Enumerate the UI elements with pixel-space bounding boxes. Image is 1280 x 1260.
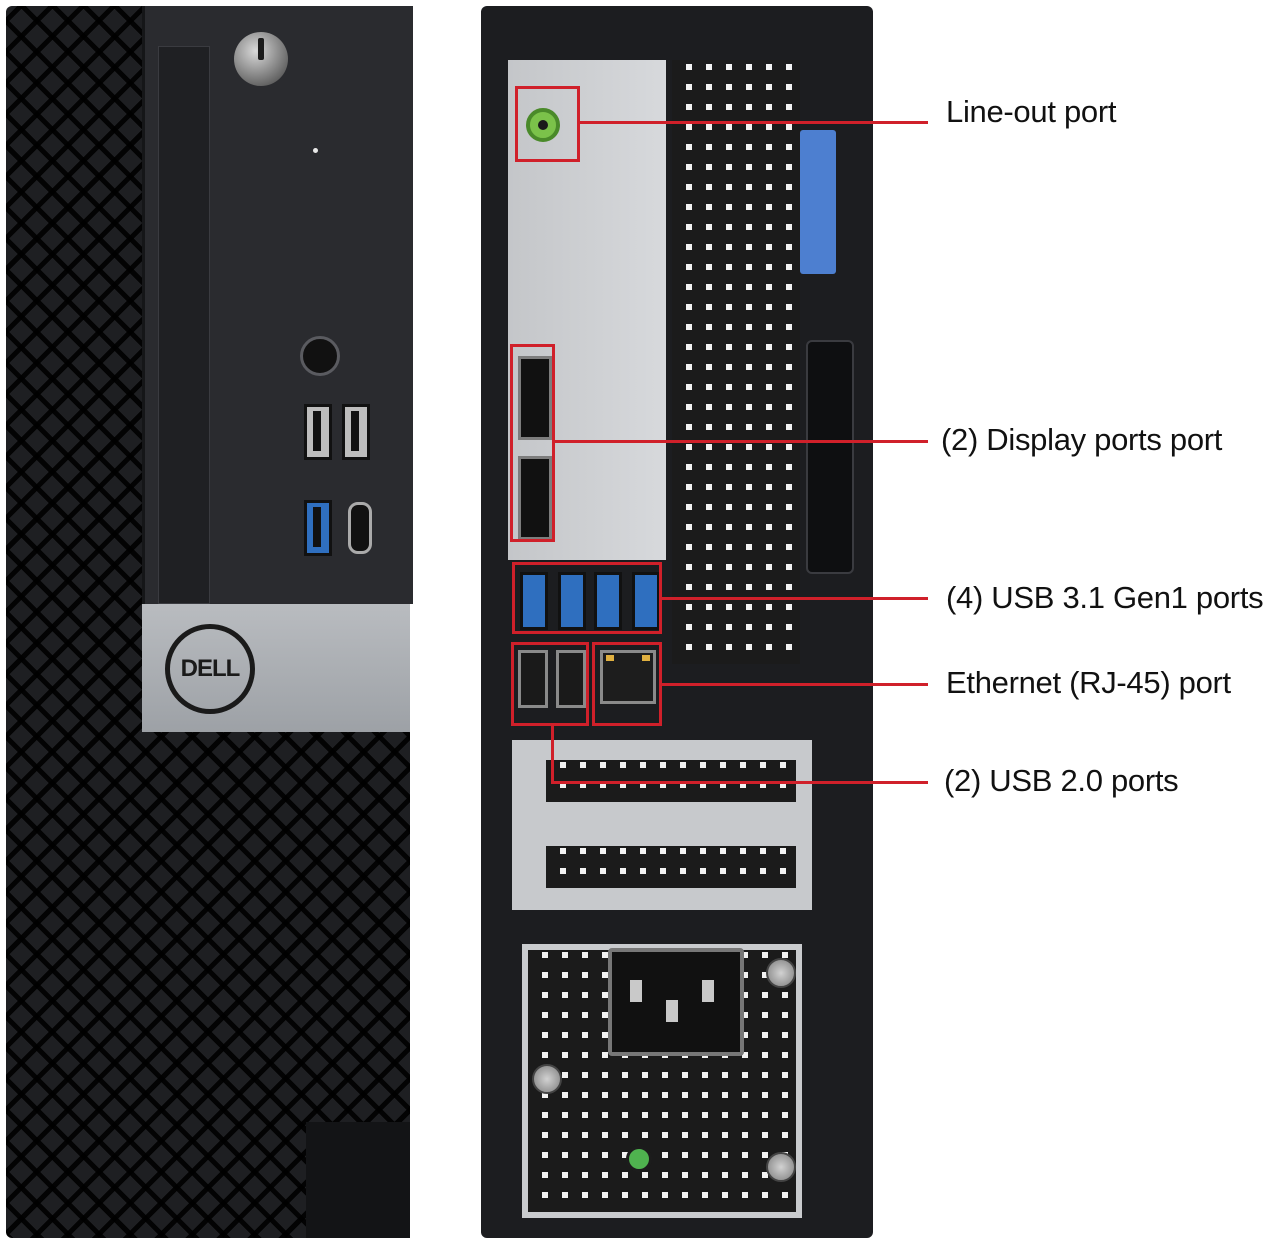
display-ports-highlight xyxy=(510,344,555,542)
screw xyxy=(766,958,796,988)
screw xyxy=(532,1064,562,1094)
inlet-pin xyxy=(702,980,714,1002)
usb31-highlight xyxy=(512,562,662,634)
line-out-jack xyxy=(526,108,560,142)
inlet-pin xyxy=(630,980,642,1002)
usb20-leader xyxy=(551,781,928,784)
usb31-leader xyxy=(662,597,928,600)
display-ports-label: (2) Display ports port xyxy=(941,422,1223,457)
ethernet-label: Ethernet (RJ-45) port xyxy=(946,665,1231,700)
rear-usb-3-port xyxy=(558,572,586,630)
rear-usb-3-port xyxy=(632,572,660,630)
ethernet-port xyxy=(600,650,656,704)
dell-logo: DELL xyxy=(165,624,255,714)
power-icon xyxy=(258,38,264,60)
displayport xyxy=(518,356,552,440)
usb20-label: (2) USB 2.0 ports xyxy=(944,763,1179,798)
inlet-pin xyxy=(666,1000,678,1022)
front-usb-3-port xyxy=(304,500,332,556)
drive-activity-led xyxy=(313,148,318,153)
rear-usb-3-port xyxy=(594,572,622,630)
front-foot xyxy=(306,1122,410,1238)
usb20-leader-vertical xyxy=(551,726,554,782)
front-usb-2-port xyxy=(342,404,370,460)
usb31-label: (4) USB 3.1 Gen1 ports xyxy=(946,580,1264,615)
line-out-highlight xyxy=(515,86,580,162)
line-out-label: Line-out port xyxy=(946,94,1117,129)
chassis-handle xyxy=(806,340,854,574)
rear-usb-2-port xyxy=(518,650,548,708)
psu-diagnostic-led xyxy=(626,1146,652,1172)
optical-drive-bay xyxy=(158,46,210,604)
ethernet-highlight xyxy=(592,642,662,726)
rear-usb-3-port xyxy=(520,572,548,630)
ethernet-leader xyxy=(662,683,928,686)
cover-release-latch xyxy=(800,130,836,274)
line-out-leader xyxy=(580,121,928,124)
front-headset-jack xyxy=(300,336,340,376)
front-usb-2-port xyxy=(304,404,332,460)
screw xyxy=(766,1152,796,1182)
displayport xyxy=(518,456,552,540)
slot-vent xyxy=(546,846,796,888)
usb20-highlight xyxy=(511,642,589,726)
rear-vent-grille xyxy=(672,60,800,664)
display-ports-leader xyxy=(555,440,928,443)
rear-usb-2-port xyxy=(556,650,586,708)
front-usb-c-port xyxy=(348,502,372,554)
